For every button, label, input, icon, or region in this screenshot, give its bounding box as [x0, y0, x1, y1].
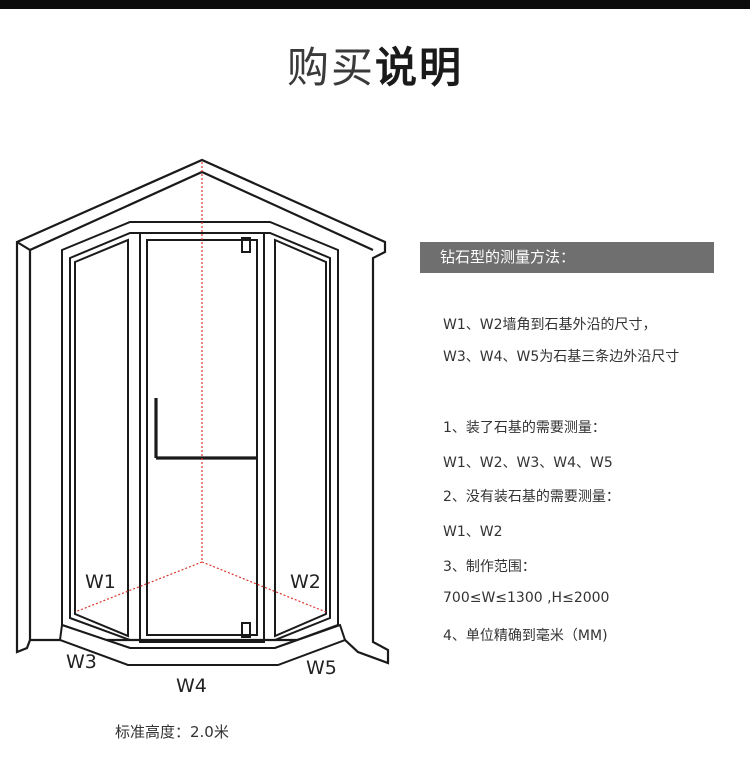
- w2-label: W2: [290, 571, 321, 593]
- info-line-step-2: 2、没有装石基的需要测量：: [443, 489, 620, 505]
- info-line-step-1: 1、装了石基的需要测量：: [443, 420, 606, 436]
- wall-outline: [15, 158, 390, 665]
- enclosure-frame: [61, 221, 339, 649]
- info-line-step-2-values: W1、W2: [443, 524, 503, 540]
- measure-lines: [74, 162, 327, 613]
- top-bar: [0, 0, 750, 9]
- w5-label: W5: [306, 657, 337, 679]
- info-line-step-1-values: W1、W2、W3、W4、W5: [443, 455, 613, 471]
- title-light: 购买: [286, 43, 375, 92]
- stone-base: [58, 623, 347, 666]
- method-header: 钻石型的测量方法：: [420, 242, 714, 273]
- info-line-step-3-range: 700≤W≤1300 ,H≤2000: [443, 590, 610, 606]
- info-line-step-3: 3、制作范围：: [443, 559, 536, 575]
- shower-enclosure-diagram: W1 W2 W3 W4 W5: [15, 158, 390, 697]
- info-line-w1-w2-definition: W1、W2墙角到石基外沿的尺寸，: [443, 317, 657, 333]
- info-line-step-4: 4、单位精确到毫米（MM): [443, 628, 608, 644]
- w4-label: W4: [176, 675, 207, 697]
- info-line-w3-w5-definition: W3、W4、W5为石基三条边外沿尺寸: [443, 349, 680, 365]
- standard-height-note: 标准高度：2.0米: [115, 723, 229, 741]
- w1-label: W1: [85, 571, 116, 593]
- w3-label: W3: [66, 651, 97, 673]
- page-title: 购买说明: [0, 34, 750, 95]
- title-bold: 说明: [375, 43, 464, 92]
